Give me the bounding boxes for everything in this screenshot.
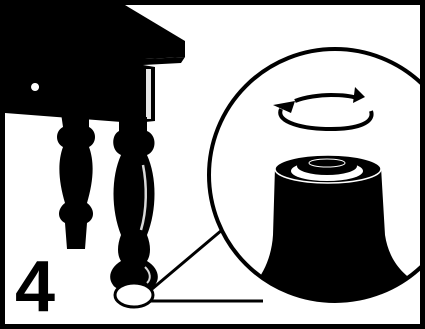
apron-highlight <box>146 69 151 119</box>
assembly-illustration <box>5 5 420 309</box>
front-leg-highlight-2 <box>144 266 151 284</box>
table-top-edge <box>5 57 185 65</box>
back-leg <box>57 113 95 249</box>
rotate-arrows-icon <box>278 92 374 132</box>
table-top <box>5 5 185 59</box>
rotate-arrowhead-right <box>353 87 365 103</box>
drawer-knob <box>31 83 40 91</box>
step-number: 4 <box>15 247 56 327</box>
front-leg <box>110 117 158 291</box>
front-leg-highlight <box>139 164 148 231</box>
table-apron <box>5 65 155 123</box>
rotate-arrowhead-left <box>273 101 295 113</box>
foot-callout-circle <box>113 281 155 309</box>
leg-cap-shine <box>308 158 346 168</box>
